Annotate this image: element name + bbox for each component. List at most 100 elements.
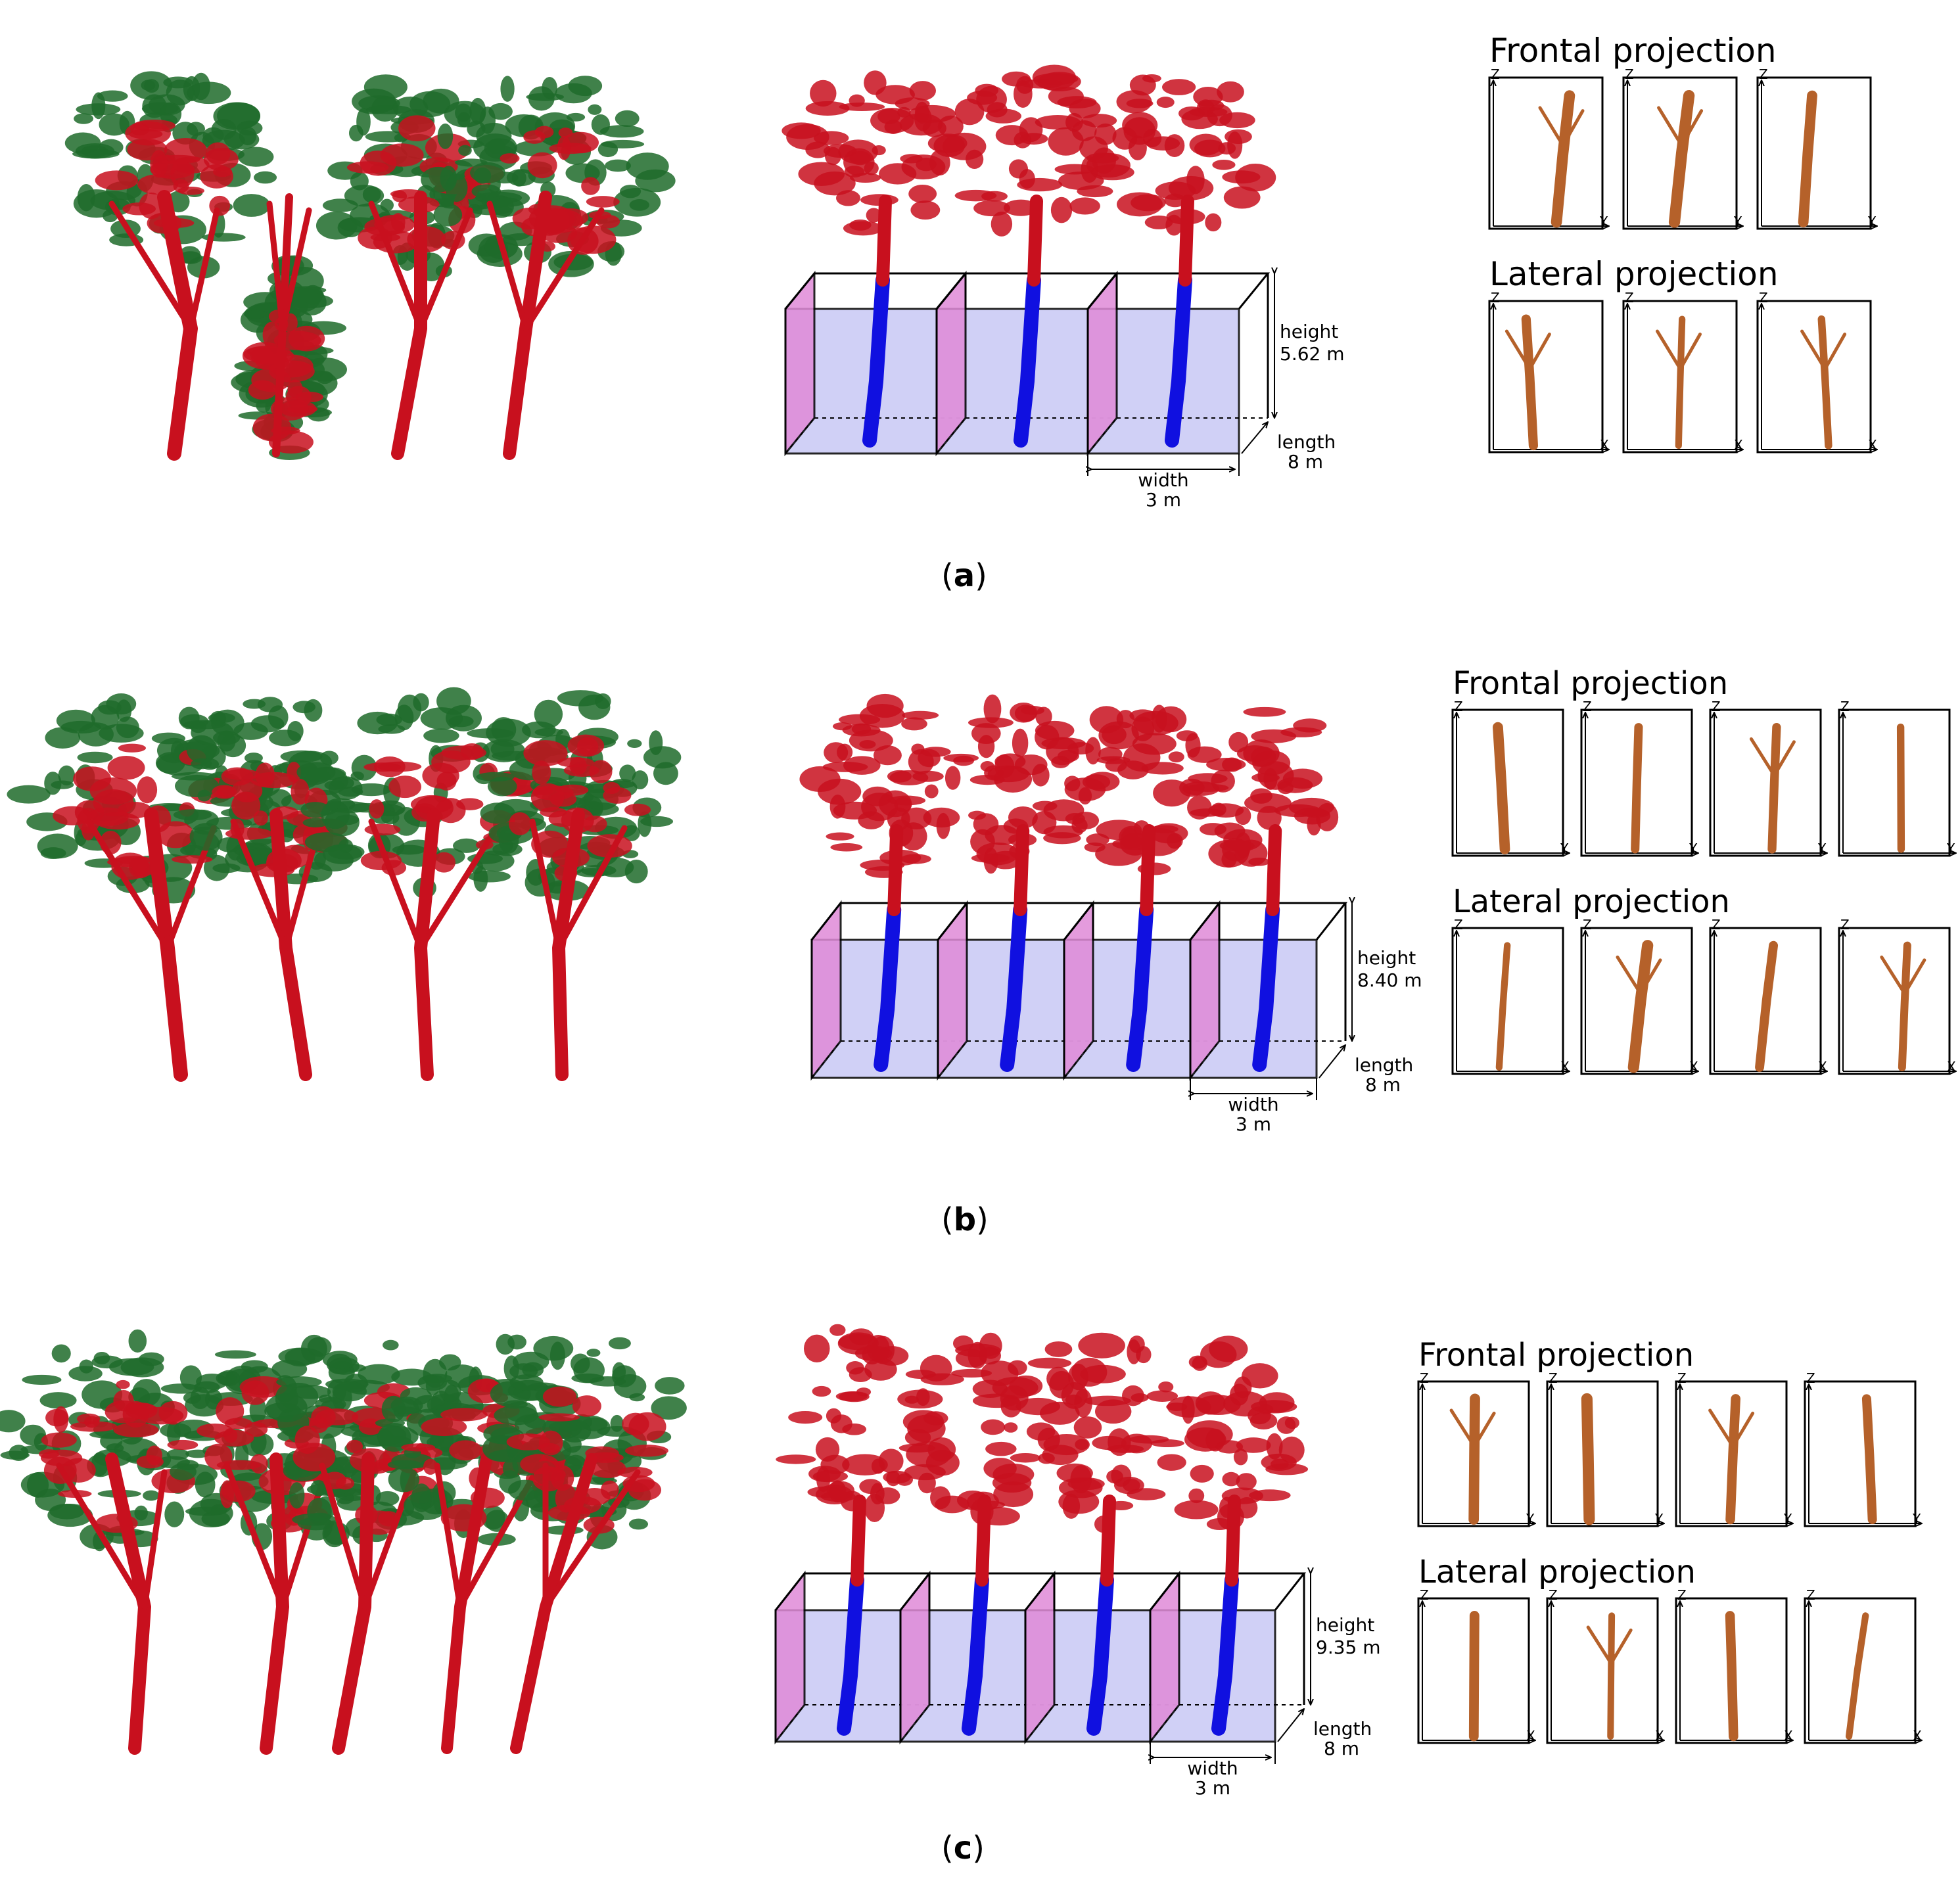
branch-projection: [1903, 958, 1926, 996]
stem-projection: [1861, 1394, 1877, 1524]
axis-z-label: Z: [1712, 699, 1721, 714]
axis-z-label: Z: [1549, 1370, 1558, 1386]
caption-c: (c): [941, 1830, 985, 1867]
height-value: 5.62 m: [1280, 343, 1345, 365]
axis-z-label: Z: [1759, 290, 1768, 306]
axis-z-label: Z: [1583, 917, 1592, 933]
stem: [1000, 902, 1028, 1072]
axis-z-label: Z: [1677, 1370, 1687, 1386]
axis-x-label: X: [1947, 1059, 1956, 1075]
length-value: 8 m: [1324, 1738, 1359, 1759]
branch-projection: [1749, 737, 1776, 777]
segmented-crown: [897, 1332, 1056, 1526]
branch: [108, 200, 194, 332]
branch: [223, 1462, 286, 1610]
lateral-projection-title: Lateral projection: [1489, 255, 1779, 293]
branch-projection: [1505, 329, 1531, 371]
branch-projection: [1472, 1411, 1496, 1449]
branch: [523, 207, 605, 332]
branch-projection: [1586, 1625, 1613, 1665]
stem-projection: [1817, 315, 1832, 450]
branch: [529, 818, 562, 951]
frontal-projection-cell: ZY: [1756, 66, 1877, 230]
stem-projection: [1495, 942, 1511, 1071]
axis-z-label: Z: [1806, 1370, 1815, 1386]
segmented-crown: [776, 1324, 931, 1523]
branch-projection: [1657, 106, 1684, 147]
stem-projection: [1725, 1394, 1740, 1525]
branch: [230, 818, 289, 951]
stem: [1126, 902, 1154, 1072]
axis-x-label: X: [1560, 1059, 1570, 1075]
axis-x-label: X: [1868, 437, 1877, 453]
width-label: width: [1228, 1094, 1278, 1115]
stem: [1014, 273, 1041, 448]
axis-y-label: Y: [1867, 214, 1877, 229]
branch-projection: [1616, 955, 1643, 996]
frontal-projection-cell: ZY: [1709, 699, 1827, 857]
segmented-crown: [799, 693, 960, 878]
trunk-above-box: [1100, 1495, 1116, 1587]
axis-y-label: Y: [1560, 841, 1569, 856]
lateral-projection-cell: ZX: [1451, 917, 1570, 1075]
axis-z-label: Z: [1454, 699, 1463, 714]
stem: [837, 1573, 864, 1736]
branch-projection: [1772, 740, 1796, 777]
stem-projection: [1627, 940, 1654, 1073]
branch-projection: [1561, 109, 1585, 147]
axis-x-label: X: [1600, 437, 1609, 453]
branch: [486, 200, 529, 332]
frontal-projection-title: Frontal projection: [1489, 32, 1777, 70]
axis-x-label: X: [1526, 1728, 1535, 1744]
stem: [1252, 902, 1280, 1072]
tree-4: [421, 76, 676, 460]
branch-projection: [1639, 958, 1662, 996]
axis-z-label: Z: [1420, 1370, 1429, 1386]
branch-projection: [1680, 109, 1704, 147]
frontal-projection-cell: ZY: [1622, 66, 1743, 230]
length-label: length: [1313, 1718, 1372, 1740]
stem-projection: [1468, 1393, 1480, 1525]
frontal-projection-cell: ZY: [1804, 1370, 1922, 1527]
point-cloud-scene-c: [0, 1329, 687, 1755]
branch: [319, 1462, 368, 1610]
stem-projection: [1896, 723, 1905, 853]
axis-z-label: Z: [1840, 699, 1850, 714]
height-label: height: [1357, 947, 1416, 969]
branch: [362, 1469, 417, 1610]
axis-y-label: Y: [1689, 841, 1698, 856]
voxel-box: [1086, 195, 1271, 457]
voxel-box: [810, 824, 969, 1081]
axis-z-label: Z: [1583, 699, 1592, 714]
axis-y-label: Y: [1599, 214, 1608, 229]
stem: [874, 902, 902, 1072]
branch-points: [95, 119, 239, 234]
branch: [56, 1462, 148, 1610]
branch-points: [500, 126, 620, 255]
lateral-projection-cell: ZX: [1546, 1587, 1664, 1744]
lateral-projection-cell: ZX: [1417, 1587, 1535, 1744]
branch: [417, 825, 500, 951]
axis-y-label: Y: [1783, 1511, 1792, 1527]
stem-projection: [1798, 90, 1817, 227]
canopy-points: [476, 690, 682, 901]
branch-projection: [1800, 329, 1827, 371]
stem: [1211, 1573, 1239, 1736]
frontal-projection-cell: ZY: [1580, 699, 1698, 857]
axis-x-label: X: [1818, 1059, 1827, 1075]
trunk-above-box: [1027, 195, 1043, 287]
height-label: height: [1316, 1614, 1374, 1636]
point-cloud-scene-a: [64, 71, 676, 461]
stem-projection: [1725, 1611, 1738, 1742]
axis-z-label: Z: [1806, 1587, 1815, 1603]
caption-a: (a): [941, 557, 987, 594]
stem-projection: [1581, 1393, 1595, 1525]
voxel-box: [1189, 824, 1348, 1081]
axis-x-label: X: [1655, 1728, 1664, 1744]
